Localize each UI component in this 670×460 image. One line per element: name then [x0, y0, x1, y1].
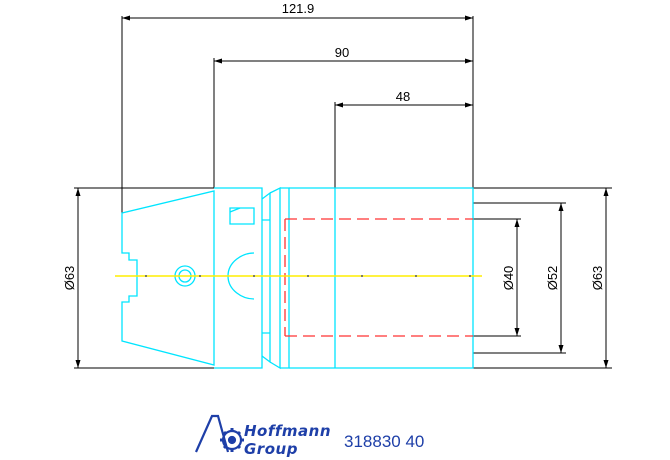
dimension-arrows [75, 15, 609, 368]
part-number: 318830 40 [344, 432, 425, 451]
logo-line-2: Group [244, 440, 298, 458]
dim-shank-length: 48 [396, 89, 410, 104]
dim-overall-length: 121.9 [282, 1, 315, 16]
part-outline [121, 186, 474, 370]
hoffmann-logo: Hoffmann Group [194, 414, 331, 458]
dim-left-diameter: Ø63 [62, 266, 77, 291]
dim-flange-to-end: 90 [335, 45, 349, 60]
dim-shank-diameter: Ø52 [545, 266, 560, 291]
dim-right-diameter: Ø63 [590, 266, 605, 291]
logo-line-1: Hoffmann [244, 422, 331, 440]
dim-bore-diameter: Ø40 [501, 266, 516, 291]
dimension-lines [74, 16, 612, 369]
hidden-bore [284, 218, 473, 337]
gear-icon [194, 414, 244, 453]
